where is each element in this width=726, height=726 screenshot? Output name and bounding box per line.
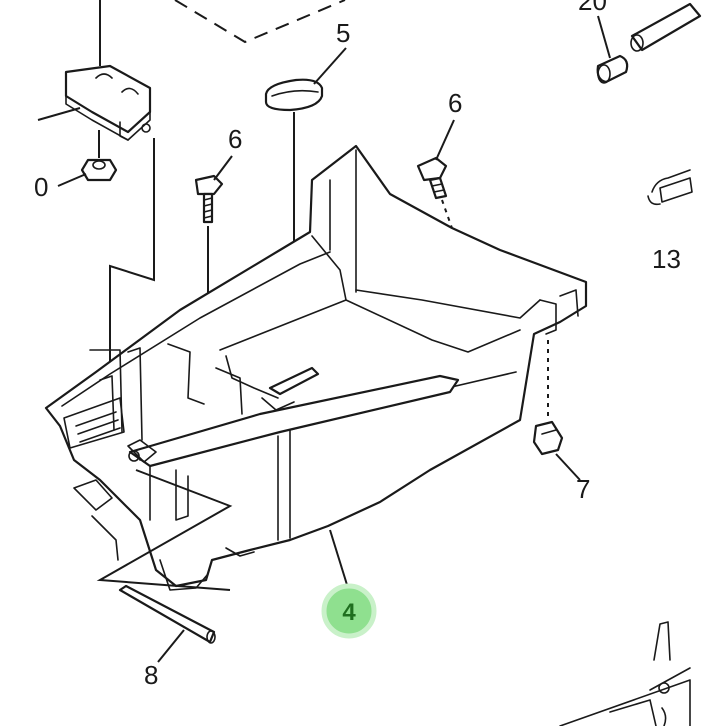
label-part-10: 0 <box>34 172 48 202</box>
guide-to-pin <box>96 469 233 591</box>
leader-part-6-right <box>435 119 455 161</box>
leader-part-5 <box>313 47 347 85</box>
label-part-4: 4 <box>342 599 356 626</box>
label-part-6-right: 6 <box>448 88 462 118</box>
nut-part <box>80 130 118 182</box>
leader-part-8 <box>157 629 185 663</box>
leader-bracket-left <box>37 107 81 121</box>
label-part-20: 20 <box>578 0 607 16</box>
rubber-cap-part <box>264 78 324 112</box>
leader-part-20 <box>597 15 611 59</box>
clip-part <box>647 169 693 206</box>
label-part-7: 7 <box>576 474 590 504</box>
highlight-marker-part-4[interactable]: 4 <box>321 583 377 639</box>
label-part-6-left: 6 <box>228 124 242 154</box>
frame-fragment-part <box>559 621 691 726</box>
leader-part-7 <box>555 453 581 481</box>
bracket-part <box>64 64 152 141</box>
dashed-guide-top <box>174 0 346 44</box>
guide-bracket-down <box>109 138 155 430</box>
hose-part <box>596 2 702 84</box>
pin-part <box>118 584 216 644</box>
bolt-left-part <box>194 174 224 224</box>
label-part-8: 8 <box>144 660 158 690</box>
leader-part-4 <box>329 529 349 589</box>
storage-tray-part <box>44 144 588 591</box>
clip-nut-part <box>532 340 564 456</box>
leader-part-10 <box>57 173 87 187</box>
leader-part-6-left <box>213 155 233 181</box>
label-part-5: 5 <box>336 18 350 48</box>
bolt-right-part <box>416 156 448 200</box>
label-part-13: 13 <box>652 244 681 274</box>
